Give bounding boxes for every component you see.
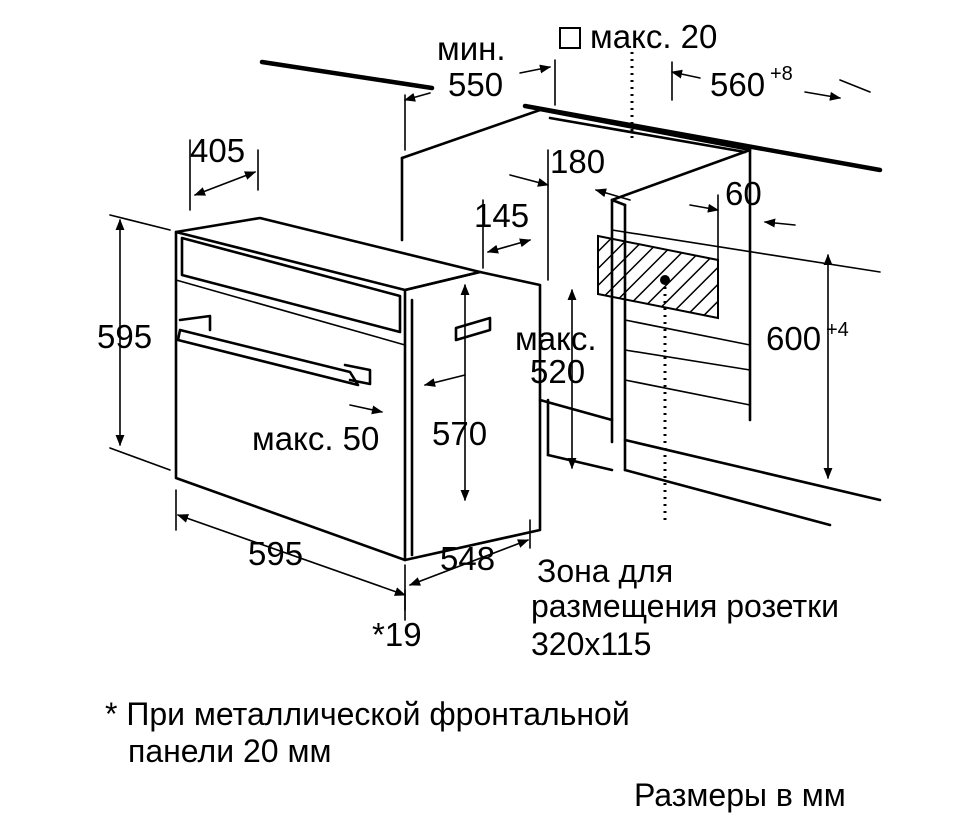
socket-zone-line2: размещения розетки (531, 588, 839, 624)
socket-zone (597, 234, 719, 320)
footnote-line1: * При металлической фронтальной (105, 696, 630, 732)
socket-zone-line1: Зона для (537, 553, 673, 589)
dimension-lines (109, 59, 871, 621)
label-60: 60 (725, 175, 762, 212)
socket-zone-line3: 320x115 (531, 626, 651, 662)
centre-line (630, 52, 667, 525)
label-min: мин. (437, 30, 506, 67)
label-180: 180 (550, 143, 605, 180)
label-19: *19 (372, 616, 422, 653)
label-max20: макс. 20 (590, 18, 717, 55)
label-max: макс. (515, 320, 597, 357)
label-595-width: 595 (248, 535, 303, 572)
label-560-tol: +8 (770, 63, 793, 85)
label-405: 405 (190, 132, 245, 169)
label-max50: макс. 50 (252, 420, 379, 457)
label-560: 560 (710, 66, 765, 103)
label-520: 520 (530, 353, 585, 390)
label-600-tol: +4 (826, 319, 849, 341)
cabinet-niche (259, 59, 883, 527)
label-600: 600 (766, 320, 821, 357)
label-min-550: 550 (448, 66, 503, 103)
oven (174, 216, 542, 562)
label-595-height: 595 (97, 318, 152, 355)
label-570: 570 (432, 415, 487, 452)
label-145: 145 (474, 197, 529, 234)
footnote-line2: панели 20 мм (128, 733, 331, 769)
max20-square-icon (559, 27, 581, 49)
units-note: Размеры в мм (634, 777, 846, 813)
label-548: 548 (440, 540, 495, 577)
